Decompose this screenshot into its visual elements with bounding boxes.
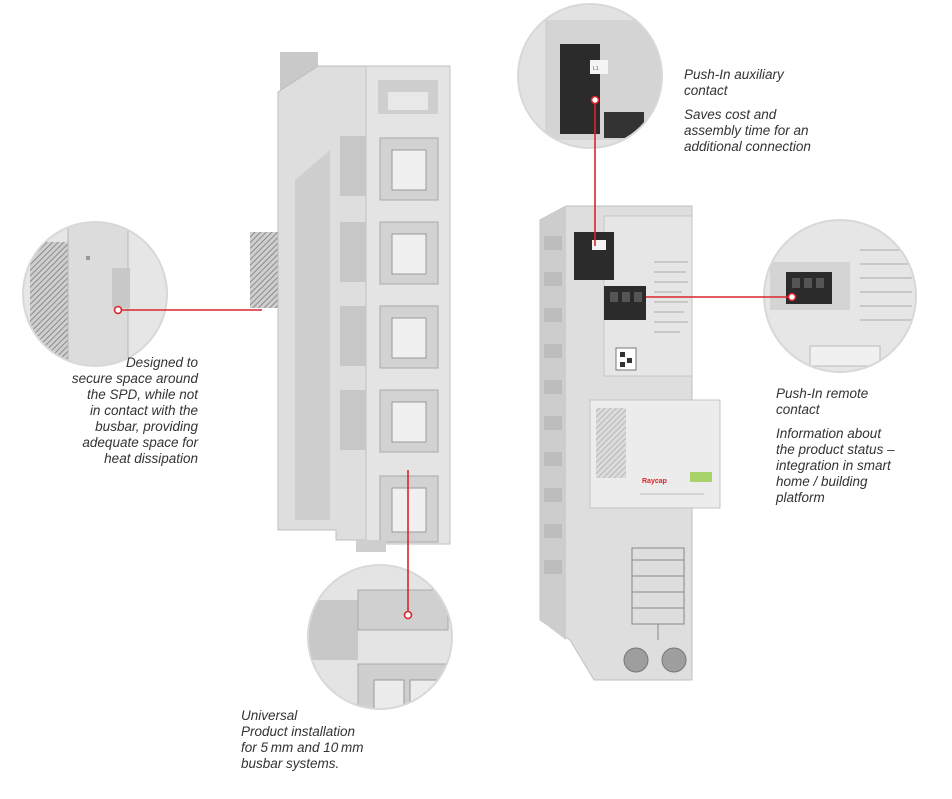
callout-lines (113, 95, 797, 620)
caption-line: platform (776, 490, 825, 505)
terminal-hole-right (661, 647, 687, 673)
callout-heat-dissipation: Designed to secure space around the SPD,… (40, 355, 198, 467)
zoom-detail-aux-contact: L1 (517, 3, 663, 149)
caption-line: busbar systems. (241, 756, 340, 771)
caption-title-line: Push-In auxiliary (684, 67, 784, 82)
aux-contact-connector (574, 232, 614, 280)
leader-dot-busbar (403, 610, 413, 620)
caption-line: heat dissipation (104, 451, 198, 466)
caption-line: busbar, providing (95, 419, 198, 434)
caption-line: the SPD, while not (86, 387, 198, 402)
zoom-detail-remote-contact (763, 219, 917, 373)
caption-line: Universal (241, 708, 298, 723)
caption-line: Product installation (241, 724, 356, 739)
din-rail-ribs (544, 236, 562, 574)
caption-line: home / building (776, 474, 868, 489)
remote-contact-connector (604, 286, 646, 320)
caption-line: for 5 mm and 10 mm (241, 740, 364, 755)
callout-remote-contact: Push-In remote contact Information about… (776, 386, 926, 506)
caption-line: Information about (776, 426, 882, 441)
spd-device: Raycap (539, 205, 721, 681)
caption-line: the product status – (776, 442, 895, 457)
callout-busbar-installation: Universal Product installation for 5 mm … (241, 708, 401, 772)
caption-line: additional connection (684, 139, 811, 154)
status-indicator (690, 472, 712, 482)
caption-line: secure space around (71, 371, 198, 386)
terminal-hole-left (623, 647, 649, 673)
caption-line: integration in smart (776, 458, 891, 473)
leader-dot-aux (590, 95, 600, 105)
leader-dot-vent (113, 305, 123, 315)
qr-code (615, 347, 637, 371)
wiring-schematic (631, 547, 685, 640)
zoom-detail-vent (22, 221, 168, 367)
callout-aux-contact: Push-In auxiliary contact Saves cost and… (684, 67, 844, 155)
caption-line: Designed to (125, 355, 198, 370)
busbar-support-module (250, 52, 451, 552)
leader-dot-remote (787, 292, 797, 302)
caption-line: adequate space for (82, 435, 198, 450)
zoom-detail-busbar-clamp (307, 564, 453, 710)
caption-line: in contact with the (89, 403, 198, 418)
caption-line: Saves cost and (684, 107, 777, 122)
caption-title-line: contact (776, 402, 820, 417)
terminal-label: L1 (593, 66, 599, 72)
caption-title-line: Push-In remote (776, 386, 869, 401)
busbar-clamps (340, 136, 439, 543)
heat-vent-grille (250, 232, 282, 308)
caption-line: assembly time for an (684, 123, 809, 138)
caption-title-line: contact (684, 83, 728, 98)
brand-logo: Raycap (642, 478, 667, 485)
